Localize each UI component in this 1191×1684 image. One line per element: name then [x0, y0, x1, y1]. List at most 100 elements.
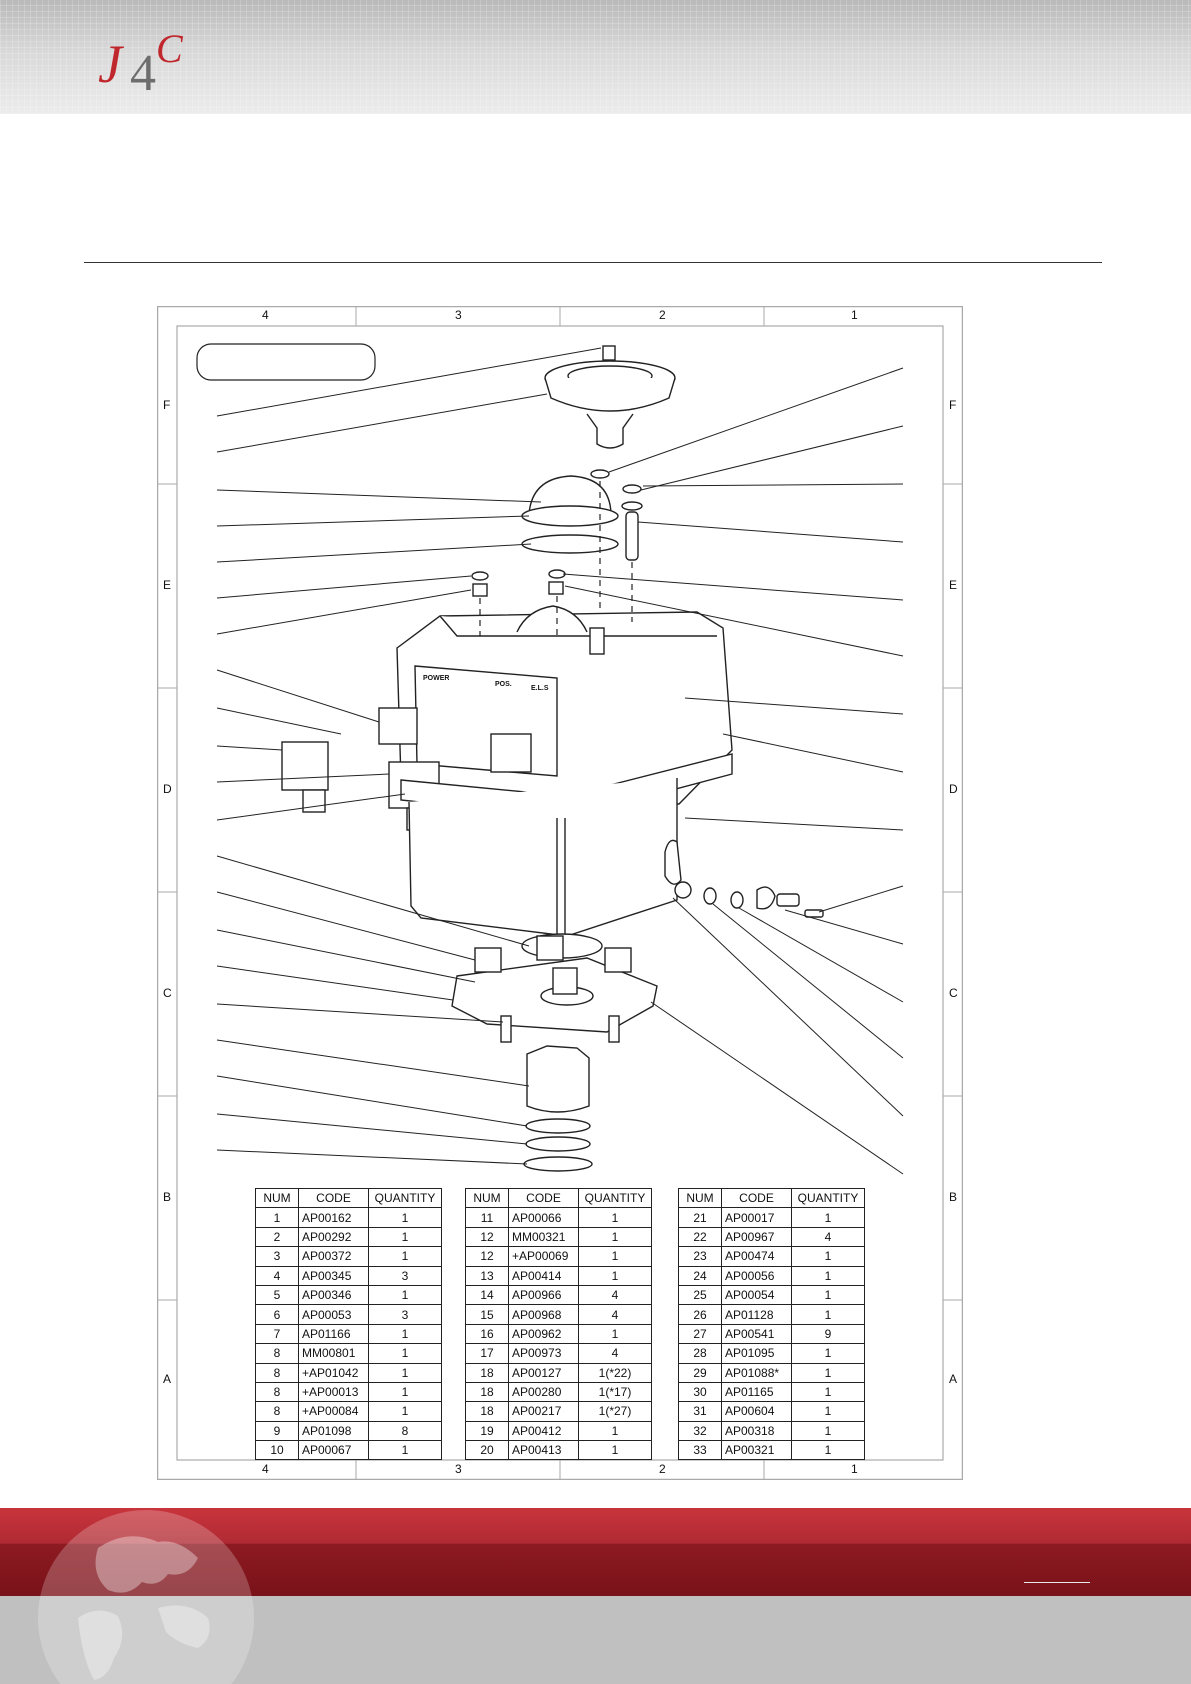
cell-code: AP00053 — [298, 1304, 369, 1325]
cell-num: 18 — [465, 1401, 509, 1422]
cell-code: AP00962 — [508, 1323, 579, 1345]
cell-quantity: 1 — [791, 1343, 865, 1364]
cell-num: 28 — [678, 1343, 722, 1364]
cell-num: 18 — [465, 1381, 509, 1403]
zone-right-c: C — [949, 986, 958, 1000]
cell-quantity: 1 — [791, 1246, 865, 1267]
cell-code: AP00372 — [298, 1246, 369, 1267]
zone-left-d: D — [163, 782, 172, 796]
col-code-header: CODE — [298, 1187, 369, 1209]
cell-num: 5 — [255, 1284, 299, 1306]
cell-quantity: 1 — [368, 1323, 442, 1345]
cell-quantity: 1 — [578, 1246, 652, 1267]
cell-num: 2 — [255, 1226, 299, 1248]
cell-quantity: 1 — [791, 1304, 865, 1325]
globe-icon — [38, 1510, 254, 1684]
cell-quantity: 1 — [791, 1420, 865, 1442]
cell-num: 15 — [465, 1304, 509, 1325]
cell-num: 7 — [255, 1323, 299, 1345]
cell-quantity: 1 — [578, 1226, 652, 1248]
zone-left-f: F — [163, 398, 171, 412]
cell-num: 33 — [678, 1440, 722, 1461]
table-header-row: NUM CODE QUANTITY — [465, 1187, 652, 1209]
cell-num: 19 — [465, 1420, 509, 1442]
callout-leaders-right — [562, 367, 904, 1175]
cell-num: 12 — [465, 1246, 509, 1267]
cell-code: AP00966 — [508, 1284, 579, 1306]
cell-quantity: 1 — [578, 1440, 652, 1461]
zone-right-f: F — [949, 398, 957, 412]
cell-code: AP00054 — [721, 1284, 792, 1306]
cell-quantity: 4 — [791, 1226, 865, 1248]
cell-num: 21 — [678, 1207, 722, 1228]
cell-num: 12 — [465, 1226, 509, 1248]
cell-num: 8 — [255, 1362, 299, 1383]
zone-bottom-1: 1 — [851, 1462, 858, 1476]
cell-code: +AP00069 — [508, 1246, 579, 1267]
cell-code: AP00346 — [298, 1284, 369, 1306]
cell-quantity: 1 — [578, 1207, 652, 1228]
table-header-row: NUM CODE QUANTITY — [255, 1187, 442, 1209]
cell-quantity: 1 — [368, 1284, 442, 1306]
cell-num: 14 — [465, 1284, 509, 1306]
cell-quantity: 1 — [368, 1226, 442, 1248]
cell-quantity: 1 — [368, 1343, 442, 1364]
cell-code: AP00017 — [721, 1207, 792, 1228]
cell-num: 20 — [465, 1440, 509, 1461]
page-header: J 4 C — [0, 0, 1191, 114]
page-footer — [0, 1508, 1191, 1684]
zone-right-a: A — [949, 1372, 958, 1386]
cell-num: 9 — [255, 1420, 299, 1442]
cell-code: +AP00013 — [298, 1381, 369, 1403]
footer-red-band — [0, 1508, 1191, 1596]
zone-top-1: 1 — [851, 308, 858, 322]
zone-left-c: C — [163, 986, 172, 1000]
cell-quantity: 1 — [368, 1440, 442, 1461]
zone-bottom-2: 2 — [659, 1462, 666, 1476]
cell-code: AP00127 — [508, 1362, 579, 1383]
zone-top-4: 4 — [262, 308, 269, 322]
zone-left-e: E — [163, 578, 172, 592]
cell-code: MM00801 — [298, 1343, 369, 1364]
cell-code: +AP01042 — [298, 1362, 369, 1383]
cell-quantity: 1 — [578, 1420, 652, 1442]
cell-code: AP00162 — [298, 1207, 369, 1228]
cell-code: AP01098 — [298, 1420, 369, 1442]
zone-right-e: E — [949, 578, 958, 592]
col-quantity-header: QUANTITY — [578, 1187, 652, 1209]
table-header-row: NUM CODE QUANTITY — [678, 1187, 865, 1209]
cell-code: AP01165 — [721, 1381, 792, 1403]
cell-code: AP00056 — [721, 1265, 792, 1286]
cell-num: 31 — [678, 1401, 722, 1422]
cell-quantity: 8 — [368, 1420, 442, 1442]
panel-label-els: E.L.S — [531, 685, 549, 692]
cell-code: AP01128 — [721, 1304, 792, 1325]
cell-code: MM00321 — [508, 1226, 579, 1248]
col-num-header: NUM — [678, 1187, 722, 1209]
cell-quantity: 1 — [578, 1323, 652, 1345]
header-divider — [84, 262, 1102, 263]
